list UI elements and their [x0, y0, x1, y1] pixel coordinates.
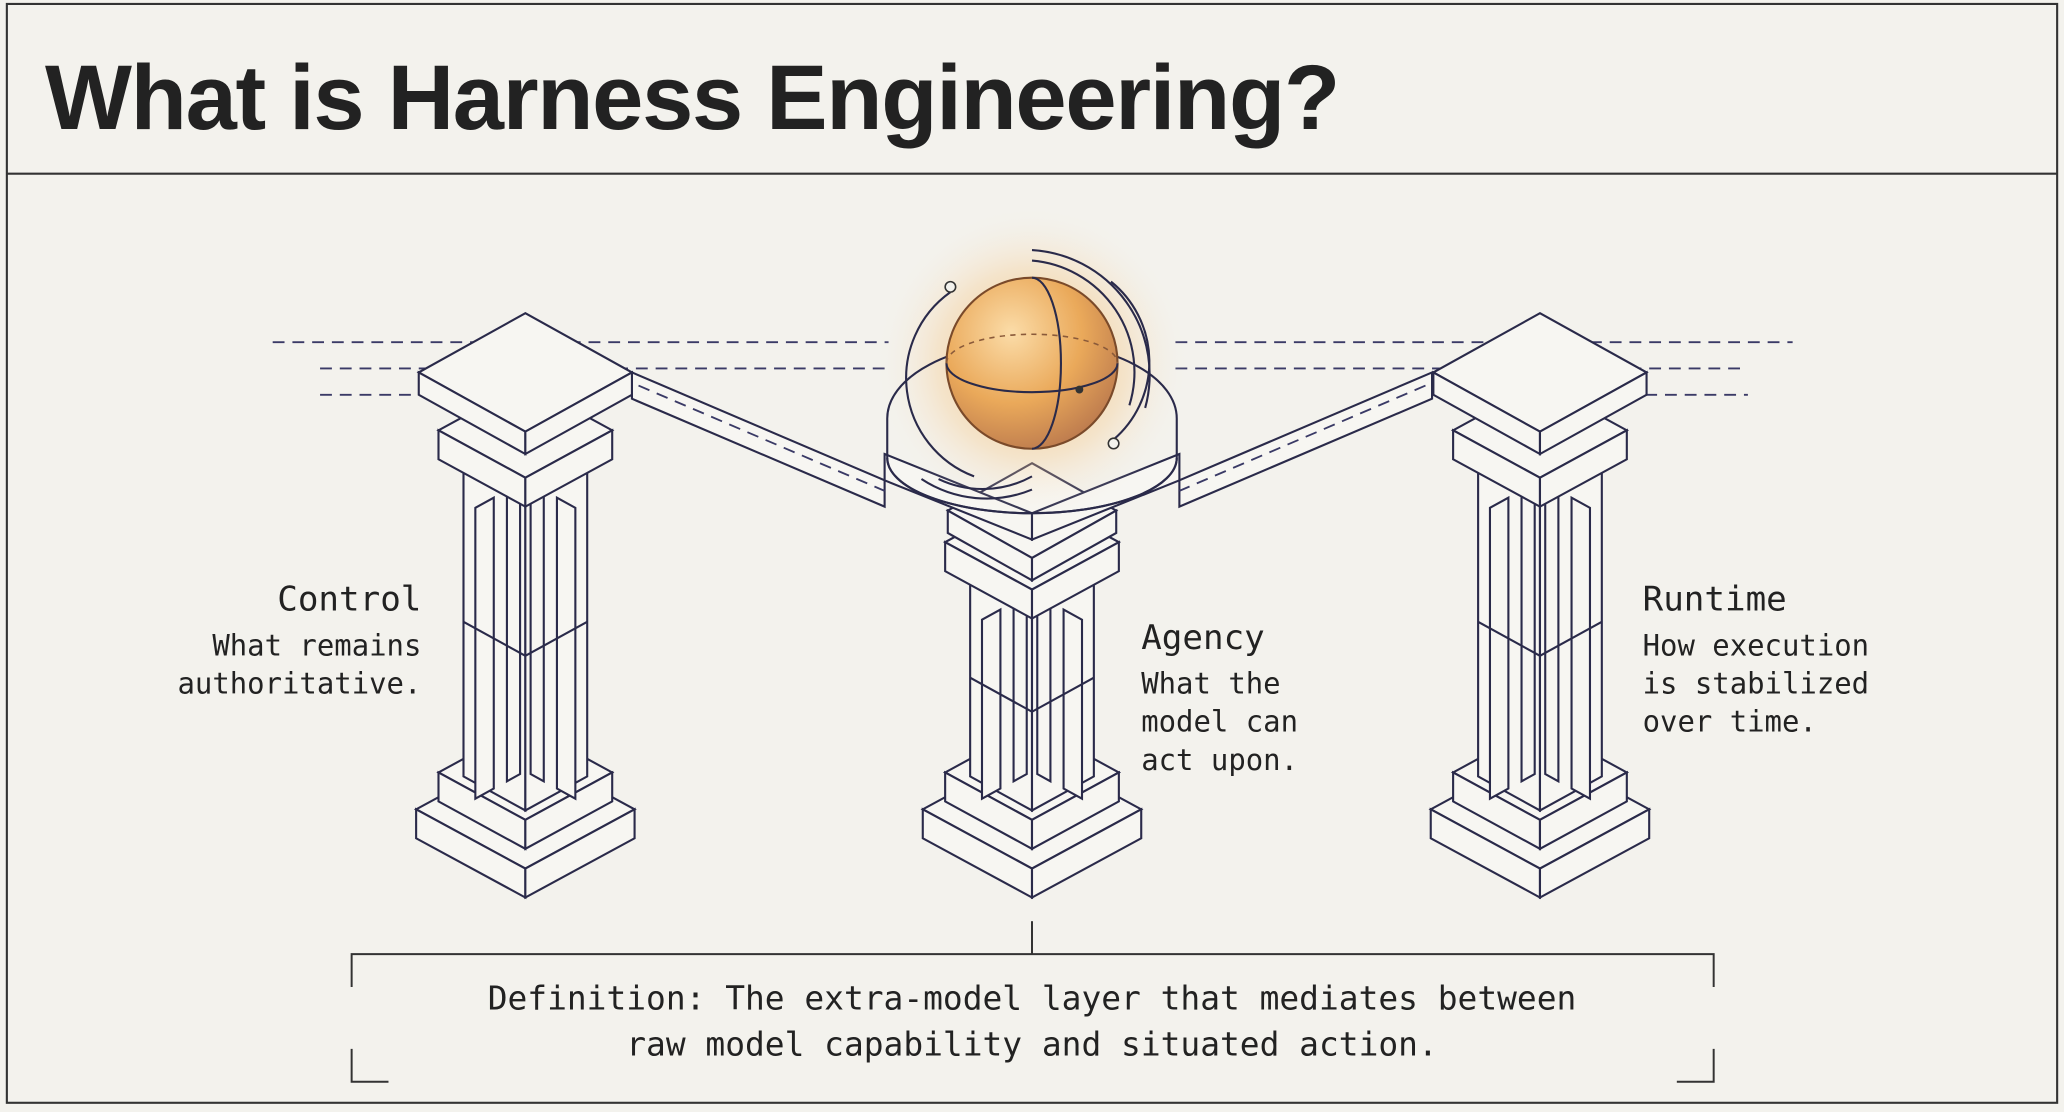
- capital-top: [1431, 311, 1649, 433]
- shaft-strip: [1012, 593, 1028, 784]
- orbit-node: [1107, 437, 1120, 450]
- orbit-arc-right: [1110, 280, 1151, 441]
- shaft-strip: [1520, 481, 1536, 784]
- pillar-description: authoritative.: [177, 667, 421, 701]
- capital-right: [1030, 508, 1118, 583]
- beam-left-dash: [638, 384, 885, 492]
- label-runtime: Runtime How execution is stabilized over…: [1643, 580, 1869, 739]
- sphere: [945, 276, 1119, 450]
- shaft-strip: [1062, 607, 1084, 801]
- shaft-strip: [1036, 593, 1052, 784]
- base-upper-right: [1030, 770, 1120, 851]
- definition-text: raw model capability and situated action…: [626, 1024, 1438, 1063]
- shaft-strip: [1570, 495, 1592, 801]
- base-lower-right: [1538, 807, 1651, 900]
- pillar-description: What remains: [212, 628, 421, 662]
- sphere-equator: [945, 363, 1119, 394]
- base-upper-right: [1538, 770, 1628, 851]
- definition-text: Definition: The extra-model layer that m…: [488, 978, 1577, 1017]
- shaft-joint: [1477, 620, 1541, 657]
- page-title: What is Harness Engineering?: [45, 46, 1339, 149]
- pillar-description: How execution: [1643, 628, 1869, 662]
- model-core: [874, 205, 1190, 522]
- shaft-strip: [980, 607, 1002, 801]
- beam-right-dash: [1179, 384, 1426, 492]
- pillar-agency: [920, 462, 1144, 900]
- collar-right: [1538, 428, 1628, 509]
- definition-bracket-bottom-left: [350, 1048, 389, 1083]
- label-agency: Agency What the model can act upon.: [1141, 618, 1298, 777]
- capital-right: [524, 370, 633, 456]
- capital-right: [1538, 370, 1648, 456]
- base-upper-right: [524, 770, 614, 851]
- base-lower-right: [1030, 807, 1143, 900]
- frame-border: [5, 2, 2059, 1104]
- shaft-joint: [462, 620, 526, 657]
- shaft-strip: [1488, 495, 1510, 801]
- collar-right: [1030, 540, 1120, 621]
- pillar-title: Runtime: [1643, 580, 1787, 620]
- orbit-node: [944, 280, 957, 293]
- platform-rim: [886, 457, 1178, 515]
- definition-box: Definition: The extra-model layer that m…: [350, 921, 1715, 1083]
- orbit-bracket-right: [1031, 248, 1151, 409]
- orbit-bracket-left: [920, 475, 1033, 500]
- shaft-joint: [1031, 676, 1095, 713]
- pillar-runtime: [1428, 311, 1652, 900]
- pillar-description: What the: [1141, 667, 1280, 701]
- sphere-equator-back: [945, 333, 1119, 364]
- sphere-point: [1075, 385, 1084, 394]
- definition-bracket-top: [350, 953, 1715, 987]
- orbit-arc-left: [905, 291, 975, 478]
- definition-bracket-bottom-right: [1676, 1048, 1715, 1083]
- pillar-description: over time.: [1643, 705, 1817, 739]
- pillar-description: act upon.: [1141, 743, 1298, 777]
- pillar-title: Control: [277, 580, 421, 620]
- shaft-strip: [505, 481, 522, 784]
- capital-top: [416, 311, 635, 433]
- beam-left: [630, 370, 886, 509]
- shaft-joint: [524, 620, 588, 657]
- pillar-description: is stabilized: [1643, 667, 1869, 701]
- collar-right: [524, 428, 614, 509]
- shaft-strip: [474, 495, 495, 801]
- shaft-strip: [529, 481, 545, 784]
- shaft-joint: [969, 676, 1033, 713]
- pillar-control: [413, 311, 637, 900]
- pillar-description: model can: [1141, 705, 1298, 739]
- label-control: Control What remains authoritative.: [177, 580, 421, 701]
- shaft-strip: [555, 495, 577, 801]
- shaft-joint: [1539, 620, 1603, 657]
- base-lower-right: [524, 807, 636, 900]
- sphere-meridian: [1031, 276, 1062, 450]
- shaft-strip: [1544, 481, 1560, 784]
- beam-right: [1178, 370, 1434, 509]
- pillar-title: Agency: [1141, 618, 1265, 658]
